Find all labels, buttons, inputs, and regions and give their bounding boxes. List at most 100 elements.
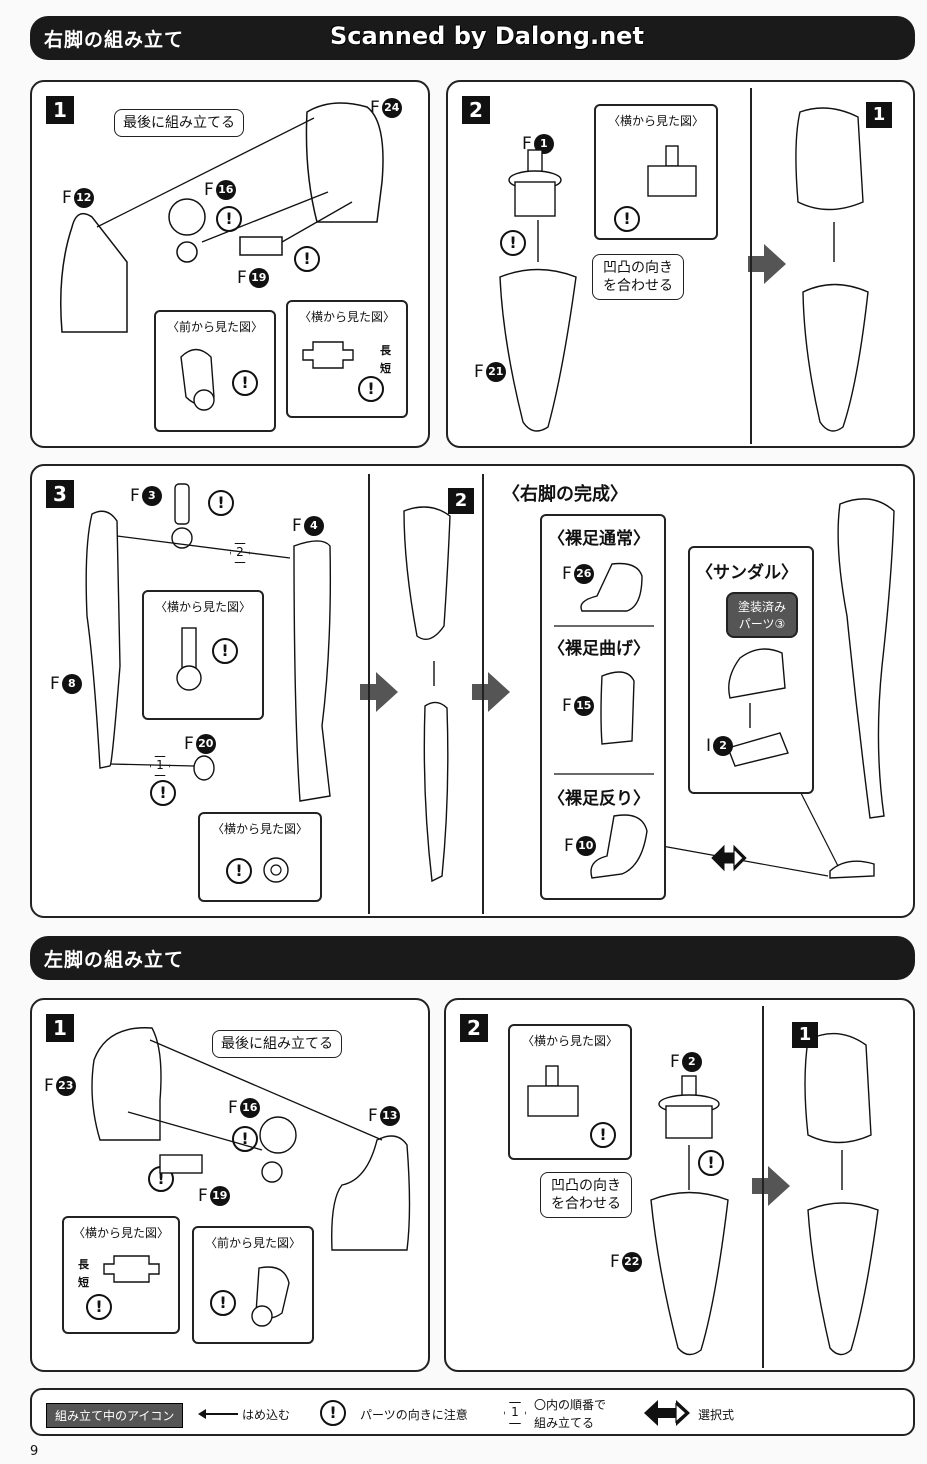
label-long: 長 [380, 344, 391, 357]
side-view-caption: 〈横から見た図〉 [211, 822, 308, 836]
warning-icon: ! [212, 638, 238, 664]
note-assemble-last: 最後に組み立てる [114, 109, 244, 138]
part-f4-thigh [293, 540, 332, 802]
completion-title: 〈右脚の完成〉 [502, 484, 628, 505]
note-assemble-last: 最後に組み立てる [212, 1030, 342, 1059]
next-arrow-icon [748, 244, 786, 284]
part-f23-hip [91, 1027, 162, 1141]
ref-step-number: 1 [866, 102, 892, 128]
front-view-caption: 〈前から見た図〉 [204, 1236, 301, 1250]
warning-icon: ! [150, 780, 176, 806]
part-f12-shell [60, 212, 128, 333]
next-arrow-icon [752, 1166, 790, 1206]
part-f13-shell [331, 1135, 411, 1251]
scan-credit: Scanned by Dalong.net [330, 22, 644, 50]
legend-badge: 組み立て中のアイコン [46, 1403, 184, 1428]
step-number: 2 [462, 96, 490, 124]
warning-icon: ! [294, 246, 320, 272]
selectable-arrow-icon [644, 1400, 690, 1426]
front-view-box: 〈前から見た図〉 ! [192, 1226, 314, 1344]
warning-icon: ! [226, 858, 252, 884]
page-number: 9 [30, 1444, 39, 1459]
warning-icon: ! [590, 1122, 616, 1148]
warning-icon: ! [358, 376, 384, 402]
legend-selectable: 選択式 [698, 1408, 735, 1422]
side-view-caption: 〈横から見た図〉 [521, 1034, 618, 1048]
right-step3-panel: 3 F3 F4 F8 F20 ! ! 2 1 〈横から見た図〉 ! 〈横から見た… [30, 464, 915, 918]
front-view-box: 〈前から見た図〉 ! [154, 310, 276, 432]
selection-arrow-icon [711, 844, 747, 872]
step-number: 1 [46, 96, 74, 124]
side-view-caption: 〈横から見た図〉 [607, 114, 704, 128]
icon-legend: 組み立て中のアイコン はめ込む ! パーツの向きに注意 1 〇内の順番で 組み立… [30, 1388, 915, 1436]
side-view-caption: 〈横から見た図〉 [298, 310, 395, 324]
section-header-right-leg: 右脚の組み立て Scanned by Dalong.net [30, 16, 915, 60]
sandal-title: 〈サンダル〉 [696, 563, 798, 583]
label-short: 短 [380, 362, 391, 375]
legend-order-line2: 組み立てる [534, 1416, 595, 1430]
side-view-box: 〈横から見た図〉 長 短 ! [62, 1216, 180, 1334]
warning-icon: ! [698, 1150, 724, 1176]
part-f22-shin [650, 1191, 729, 1356]
painted-part-badge: 塗装済みパーツ③ [726, 592, 798, 638]
warning-icon: ! [208, 490, 234, 516]
left-step2-diagram [650, 1032, 879, 1356]
warning-icon: ! [86, 1294, 112, 1320]
ref-step-number: 2 [448, 488, 474, 514]
legend-press-in: はめ込む [242, 1408, 291, 1422]
side-view-box: 〈横から見た図〉 ! [142, 590, 264, 720]
barefoot-normal-title: 〈裸足通常〉 [548, 529, 650, 549]
divider [750, 88, 752, 444]
warning-icon: ! [216, 206, 242, 232]
right-step3-diagram [85, 483, 895, 883]
front-view-caption: 〈前から見た図〉 [166, 320, 263, 334]
side-view-caption: 〈横から見た図〉 [72, 1226, 169, 1240]
next-arrow-icon [360, 672, 398, 712]
part-f24-hip [305, 102, 384, 223]
part-f16-joint [168, 198, 206, 236]
step-number: 3 [46, 480, 74, 508]
right-step2-diagram [499, 107, 869, 432]
side-view-box: 〈横から見た図〉 長 短 ! [286, 300, 408, 418]
legend-order-line1: 〇内の順番で [534, 1398, 607, 1412]
right-step1-diagram [60, 102, 384, 333]
press-in-arrow-icon [198, 1409, 238, 1419]
step-number: 2 [460, 1014, 488, 1042]
barefoot-bent-title: 〈裸足曲げ〉 [548, 639, 650, 659]
divider [368, 474, 370, 914]
label-long: 長 [78, 1258, 89, 1271]
part-f21-shin [499, 268, 577, 432]
barefoot-arched-title: 〈裸足反り〉 [548, 789, 650, 809]
ref-step-number: 1 [792, 1022, 818, 1048]
next-arrow-icon [472, 672, 510, 712]
orientation-warning-icon: ! [320, 1400, 346, 1426]
warning-icon: ! [614, 206, 640, 232]
align-note: 凹凸の向きを合わせる [540, 1172, 632, 1219]
divider [762, 1006, 764, 1368]
side-view-caption: 〈横から見た図〉 [154, 600, 251, 614]
side-view-box: 〈横から見た図〉 ! [198, 812, 322, 902]
label-short: 短 [78, 1276, 89, 1289]
warning-icon: ! [210, 1290, 236, 1316]
completed-right-leg [837, 498, 895, 819]
